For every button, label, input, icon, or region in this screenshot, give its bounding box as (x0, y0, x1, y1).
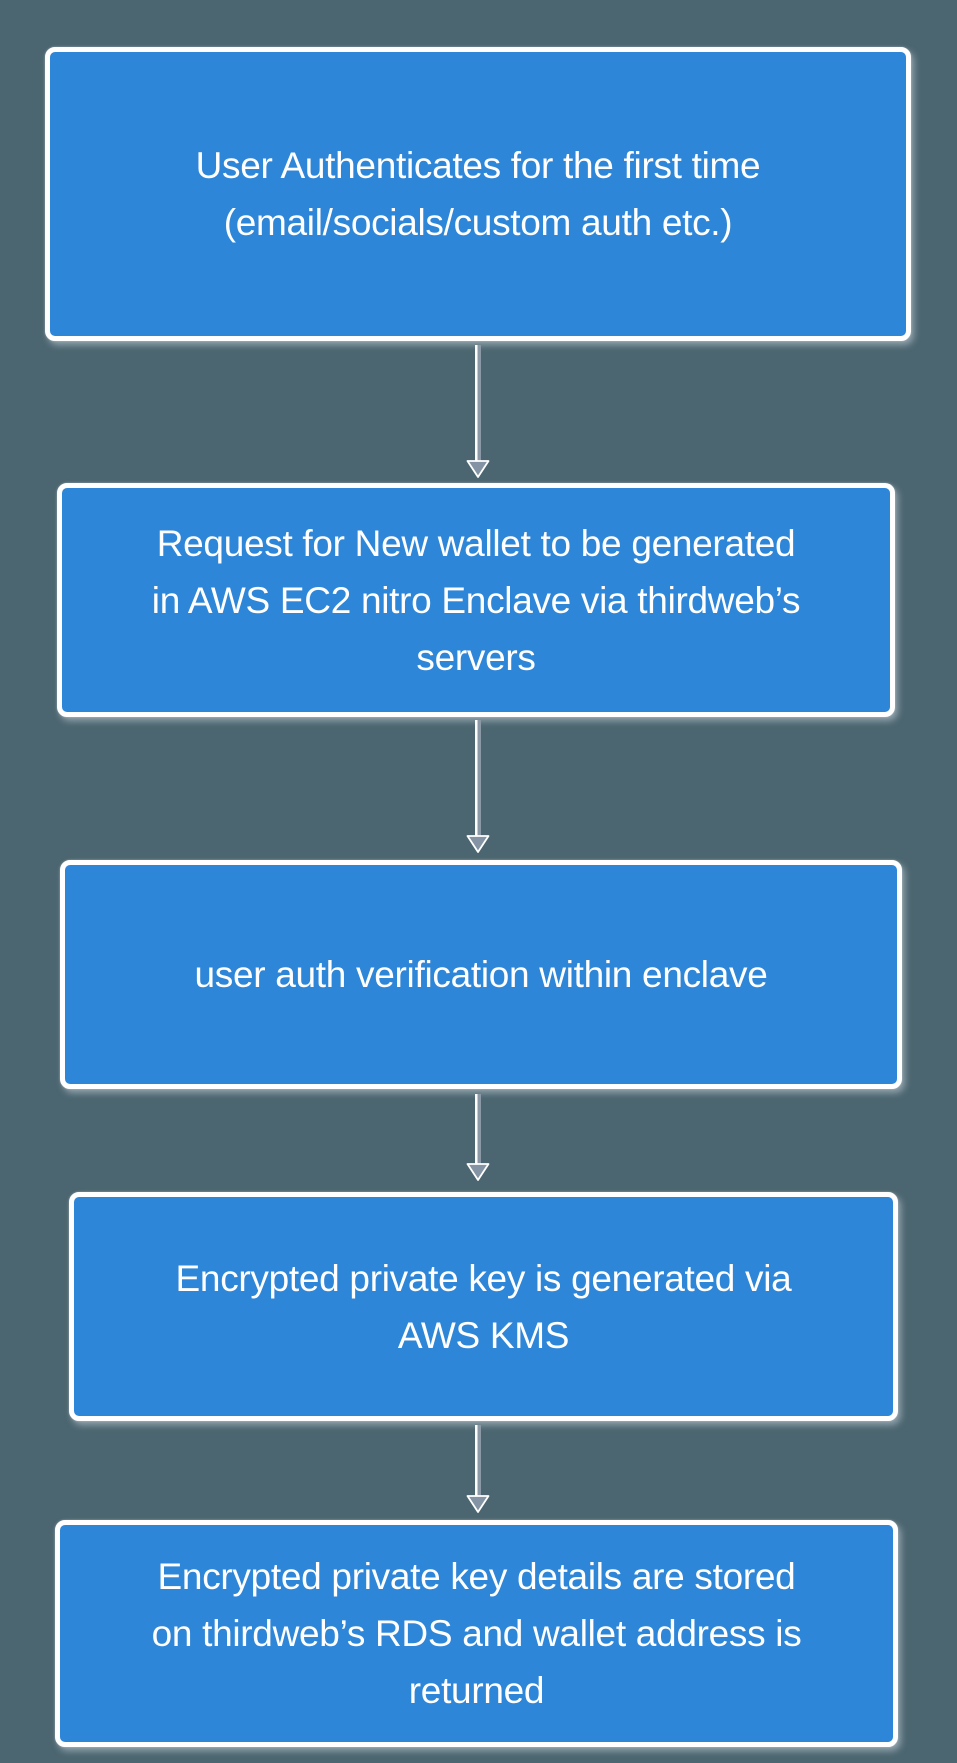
step-text-line: User Authenticates for the first time (195, 145, 761, 186)
connector-step3-step4 (464, 1094, 492, 1181)
arrow-down-icon (466, 1094, 490, 1181)
step-text-line: user auth verification within enclave (194, 954, 768, 995)
arrow-down-icon (466, 345, 490, 478)
connector-step1-step2 (464, 345, 492, 478)
step-text-line: (email/socials/custom auth etc.) (223, 202, 733, 243)
step-text-line: in AWS EC2 nitro Enclave via thirdweb’s (151, 579, 801, 621)
flow-step-4: Encrypted private key is generated via A… (69, 1192, 898, 1421)
arrow-down-icon (466, 1425, 490, 1513)
connector-step2-step3 (464, 720, 492, 853)
flow-step-1: User Authenticates for the first time (e… (45, 47, 911, 341)
step-text-line: Request for New wallet to be generated (156, 522, 796, 564)
arrow-down-icon (466, 720, 490, 853)
connector-step4-step5 (464, 1425, 492, 1513)
flow-step-3: user auth verification within enclave (60, 860, 902, 1089)
step-text-line: Encrypted private key details are stored (157, 1556, 796, 1597)
step-text-line: returned (408, 1670, 545, 1711)
step-text-line: AWS KMS (397, 1314, 570, 1356)
step-text-line: Encrypted private key is generated via (175, 1257, 792, 1299)
flow-step-2: Request for New wallet to be generated i… (57, 483, 895, 717)
step-text-line: on thirdweb’s RDS and wallet address is (151, 1613, 802, 1654)
flow-step-5: Encrypted private key details are stored… (55, 1520, 898, 1747)
step-text-line: servers (416, 636, 536, 678)
